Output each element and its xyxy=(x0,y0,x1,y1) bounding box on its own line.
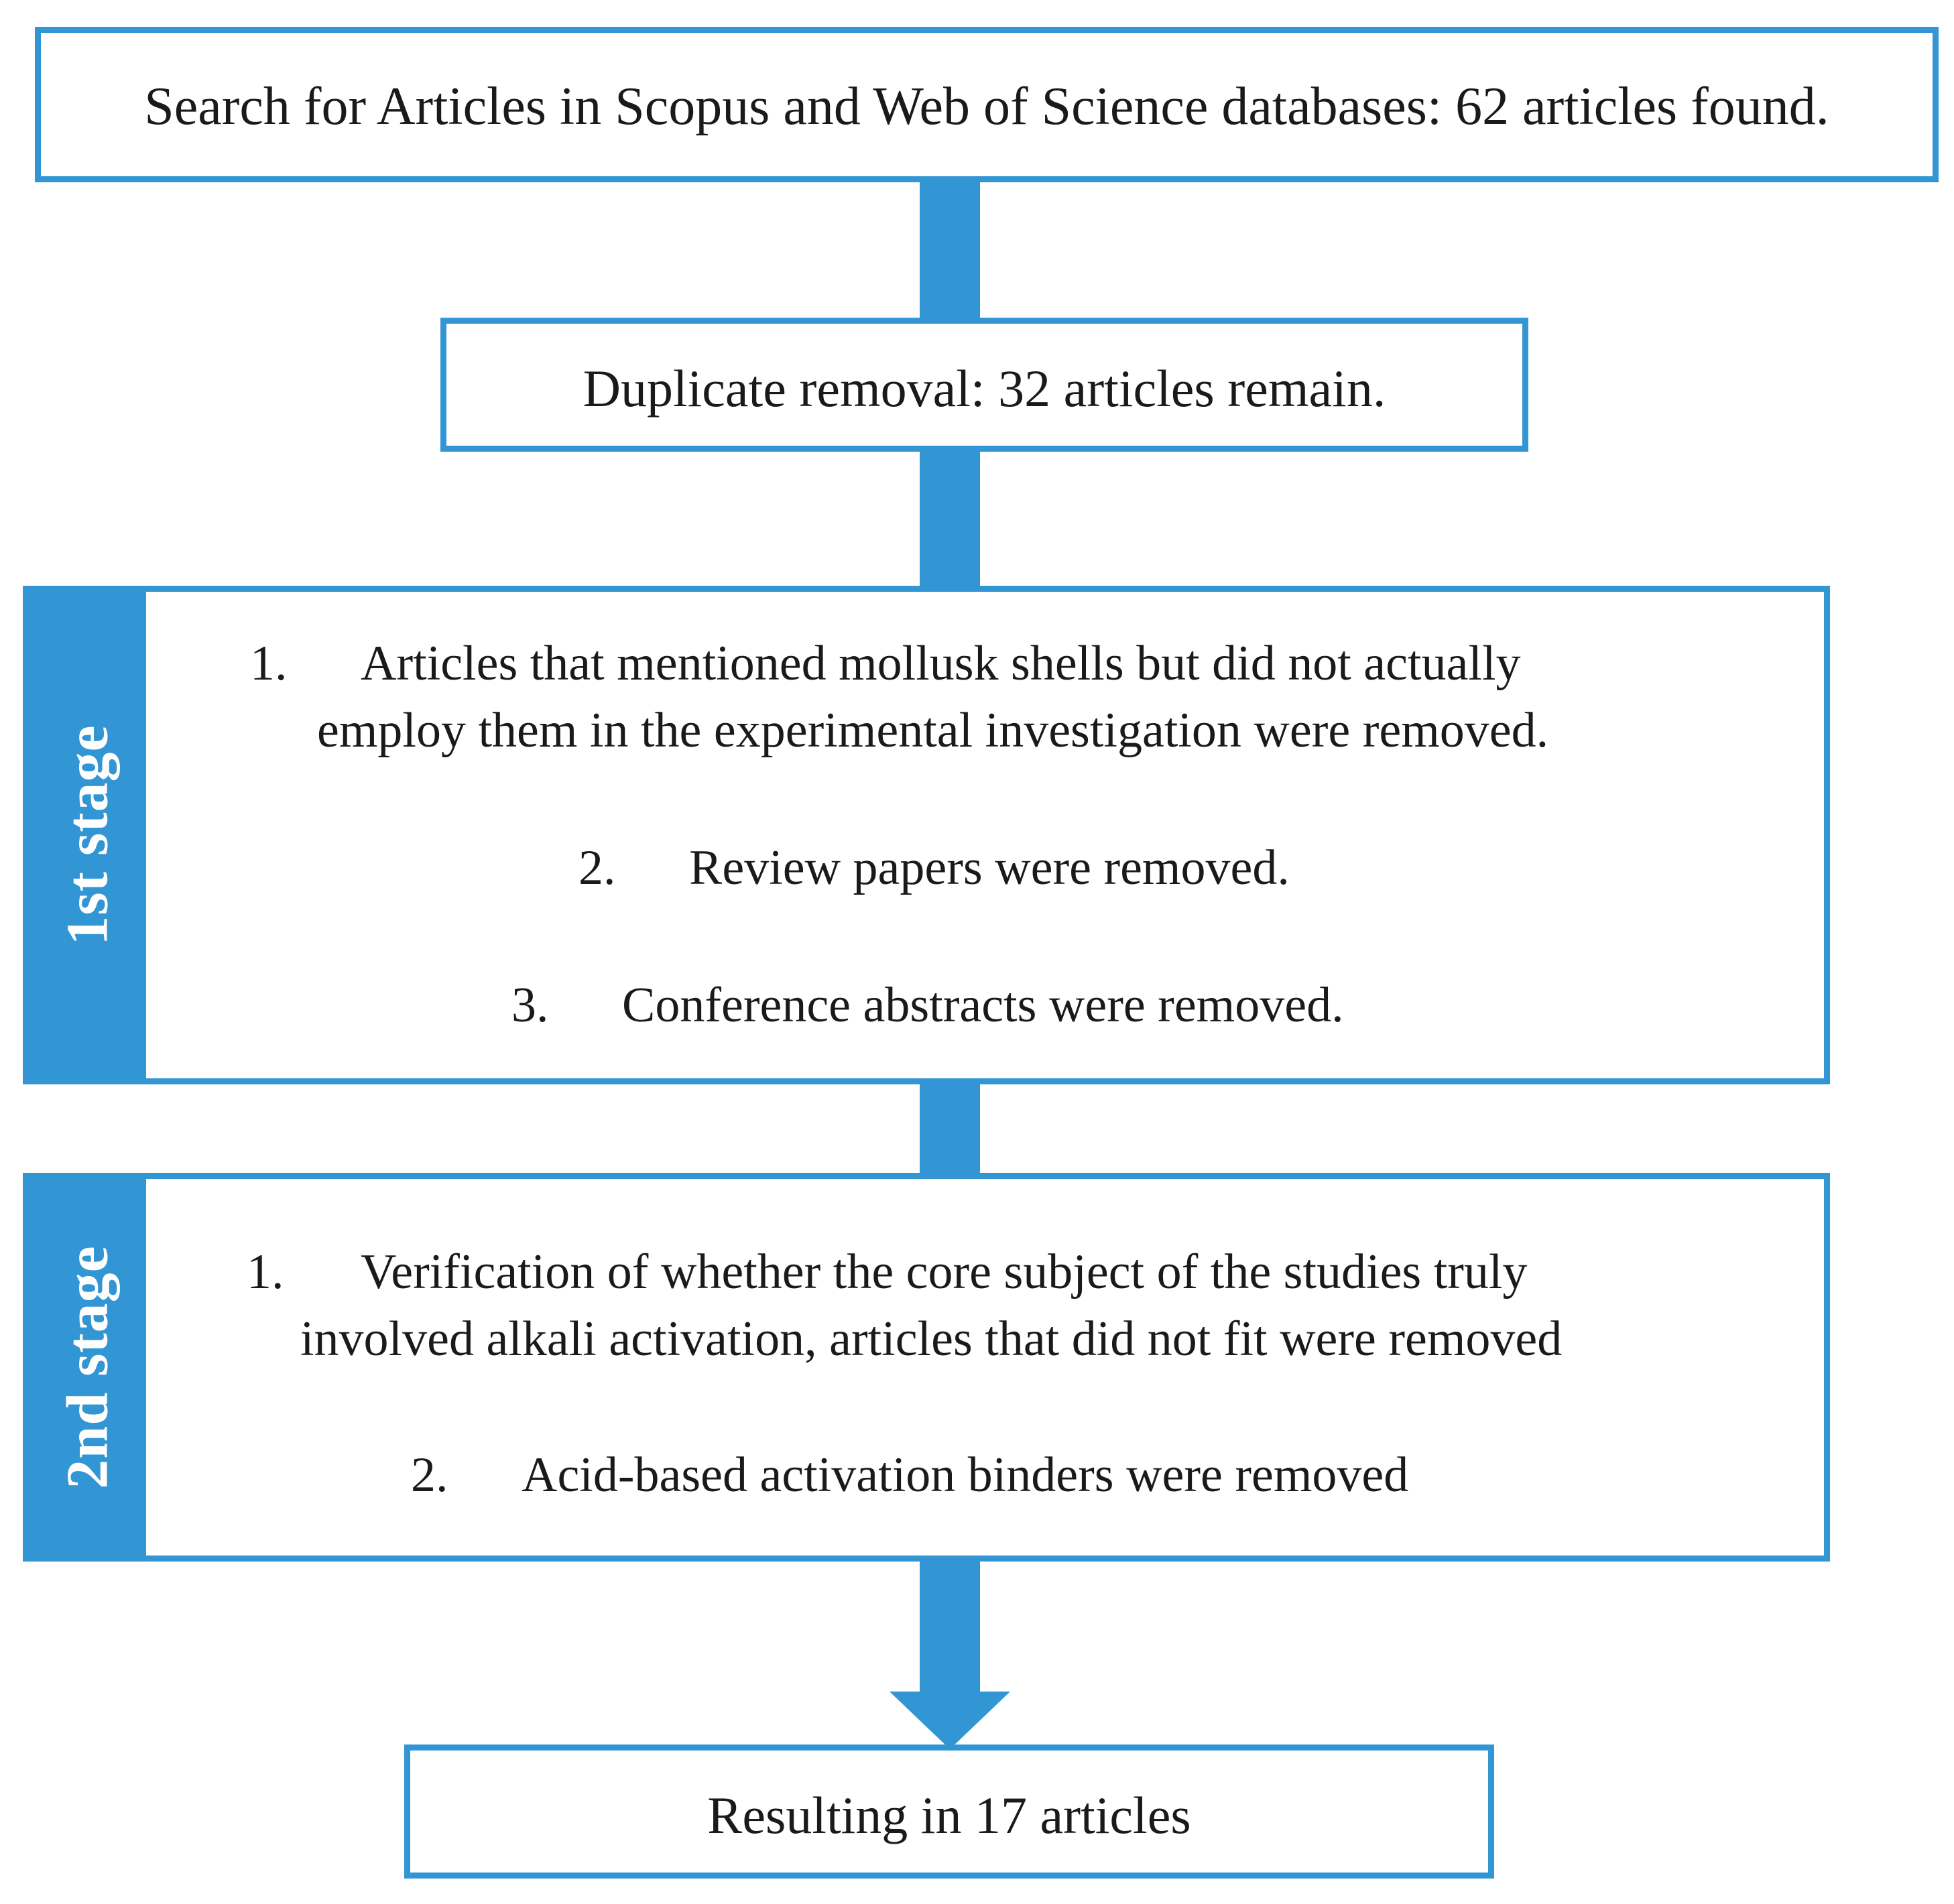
stage2-item1-line2: involved alkali activation, articles tha… xyxy=(300,1312,1563,1367)
connector-search-to-duplicate xyxy=(920,178,980,322)
search-box-text: Search for Articles in Scopus and Web of… xyxy=(144,77,1829,136)
connector-duplicate-to-stage1 xyxy=(920,448,980,590)
duplicate-removal-box: Duplicate removal: 32 articles remain. xyxy=(440,318,1528,452)
result-text: Resulting in 17 articles xyxy=(707,1786,1191,1844)
stage1-box: 1st stage 1. Articles that mentioned mol… xyxy=(23,586,1830,1084)
stage1-item1-line2: employ them in the experimental investig… xyxy=(317,703,1549,758)
stage2-item1-number: 1. xyxy=(247,1245,284,1299)
stage2-item2-text: Acid-based activation binders were remov… xyxy=(522,1448,1409,1503)
stage2-box: 2nd stage 1. Verification of whether the… xyxy=(23,1173,1830,1562)
stage1-item3-number: 3. xyxy=(511,978,549,1033)
duplicate-removal-text: Duplicate removal: 32 articles remain. xyxy=(583,359,1386,418)
stage1-item1-number: 1. xyxy=(250,636,288,691)
stage1-item1-line1: Articles that mentioned mollusk shells b… xyxy=(361,636,1521,691)
connector-stage2-to-result xyxy=(920,1562,980,1693)
stage2-item2-number: 2. xyxy=(411,1448,448,1503)
stage1-item2-number: 2. xyxy=(578,840,616,895)
stage1-item2-text: Review papers were removed. xyxy=(689,840,1290,895)
stage1-label: 1st stage xyxy=(55,724,120,946)
stage1-tab: 1st stage xyxy=(29,592,146,1078)
stage2-label: 2nd stage xyxy=(55,1245,120,1489)
result-box: Resulting in 17 articles xyxy=(404,1744,1494,1879)
stage1-item3-text: Conference abstracts were removed. xyxy=(622,978,1344,1033)
stage2-item1-line1: Verification of whether the core subject… xyxy=(361,1245,1528,1299)
connector-stage1-to-stage2 xyxy=(920,1080,980,1178)
stage2-tab: 2nd stage xyxy=(29,1179,146,1556)
search-box: Search for Articles in Scopus and Web of… xyxy=(35,27,1939,182)
